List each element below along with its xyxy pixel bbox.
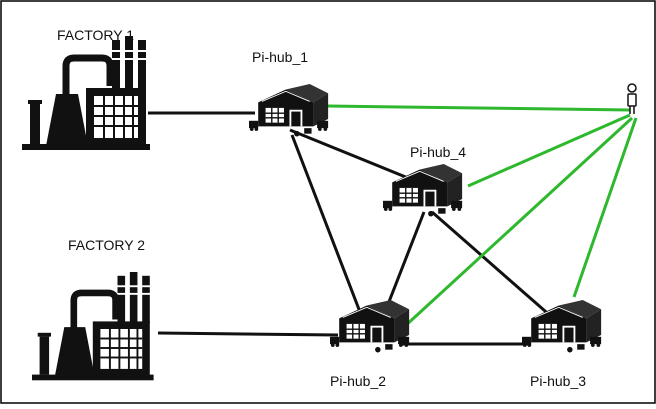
link-user-hub-3 bbox=[572, 117, 638, 298]
link-factory-2-hub-2 bbox=[157, 331, 339, 337]
hub-1-icon bbox=[248, 83, 329, 137]
hub-2-icon bbox=[329, 299, 410, 353]
factory-1-icon bbox=[22, 36, 150, 150]
hub-3-label: Pi-hub_3 bbox=[530, 373, 586, 389]
link-hub-4-hub-2 bbox=[383, 211, 426, 313]
factory-1-label: FACTORY 1 bbox=[57, 27, 134, 43]
link-user-hub-2 bbox=[402, 116, 634, 329]
links bbox=[148, 104, 638, 346]
hub-3-icon bbox=[521, 299, 602, 353]
link-hub-1-hub-2 bbox=[290, 134, 362, 313]
link-hub-1-hub-4 bbox=[289, 128, 414, 182]
link-user-hub-1 bbox=[327, 104, 631, 112]
hub-2-label: Pi-hub_2 bbox=[330, 373, 386, 389]
hub-1-label: Pi-hub_1 bbox=[252, 49, 308, 65]
factory-2-icon bbox=[32, 272, 154, 380]
link-user-hub-4 bbox=[467, 113, 631, 188]
factory-2-label: FACTORY 2 bbox=[68, 237, 145, 253]
person-icon bbox=[627, 83, 637, 114]
hub-4-label: Pi-hub_4 bbox=[410, 144, 466, 160]
link-hub-4-hub-3 bbox=[431, 210, 554, 320]
